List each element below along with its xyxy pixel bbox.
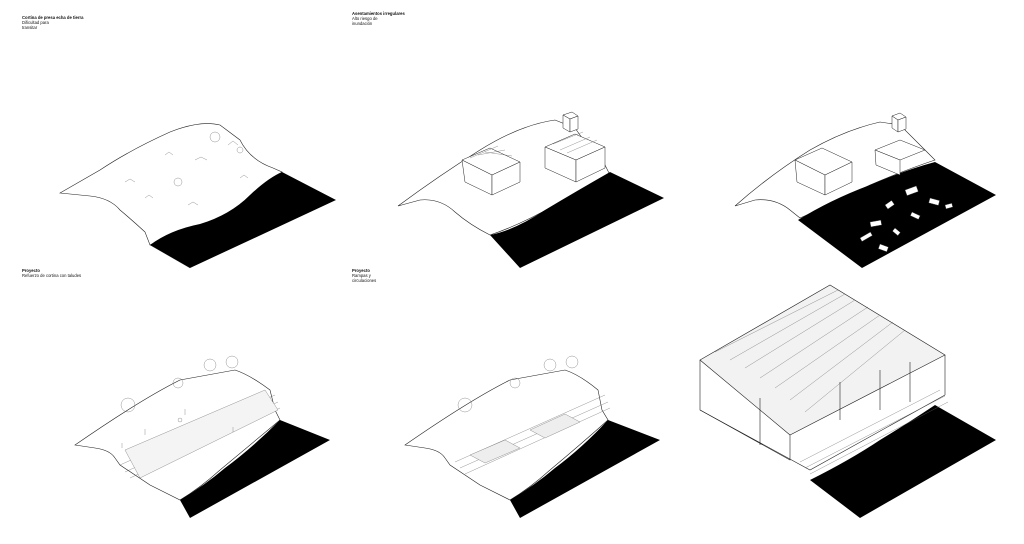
water-reservoir [180, 420, 330, 518]
ramps [454, 394, 611, 475]
caption-title: Proyecto [352, 268, 370, 273]
caption-title: Cortina de presa echa de tierra [22, 15, 84, 20]
water-reservoir [150, 172, 336, 268]
caption-panel-5: Proyecto Rampas y circulaciones [352, 268, 376, 283]
water-reservoir [490, 172, 664, 268]
house-1 [461, 145, 521, 196]
trees [457, 355, 579, 413]
caption-panel-1: Cortina de presa echa de tierra Dificult… [22, 15, 83, 30]
caption-panel-2: Asentamientos irregulares Alto riesgo de… [352, 11, 405, 26]
caption-subtitle: Alto riesgo de inundación [352, 16, 378, 26]
house-1 [794, 147, 853, 196]
caption-title: Asentamientos irregulares [352, 11, 405, 16]
water-reservoir [810, 405, 996, 518]
roof [699, 284, 946, 436]
latrine [891, 112, 907, 133]
water-reservoir [510, 420, 660, 518]
steps [799, 389, 949, 475]
caption-subtitle: Rampas y circulaciones [352, 273, 377, 283]
structure [699, 355, 946, 471]
caption-panel-4: Proyecto Refuerzo de cortina con taludes [22, 268, 81, 278]
water-flood [798, 162, 996, 268]
people [121, 409, 234, 448]
floating-debris [859, 185, 954, 253]
terraced-slope [124, 389, 279, 479]
house-2-collapsed [874, 139, 926, 176]
latrine [562, 111, 579, 133]
house-2 [544, 131, 606, 183]
caption-subtitle: Refuerzo de cortina con taludes [22, 273, 82, 278]
caption-subtitle: Dificultad para transitar [22, 20, 49, 30]
caption-title: Proyecto [22, 268, 40, 273]
trees [120, 355, 239, 413]
vegetation [124, 131, 249, 206]
